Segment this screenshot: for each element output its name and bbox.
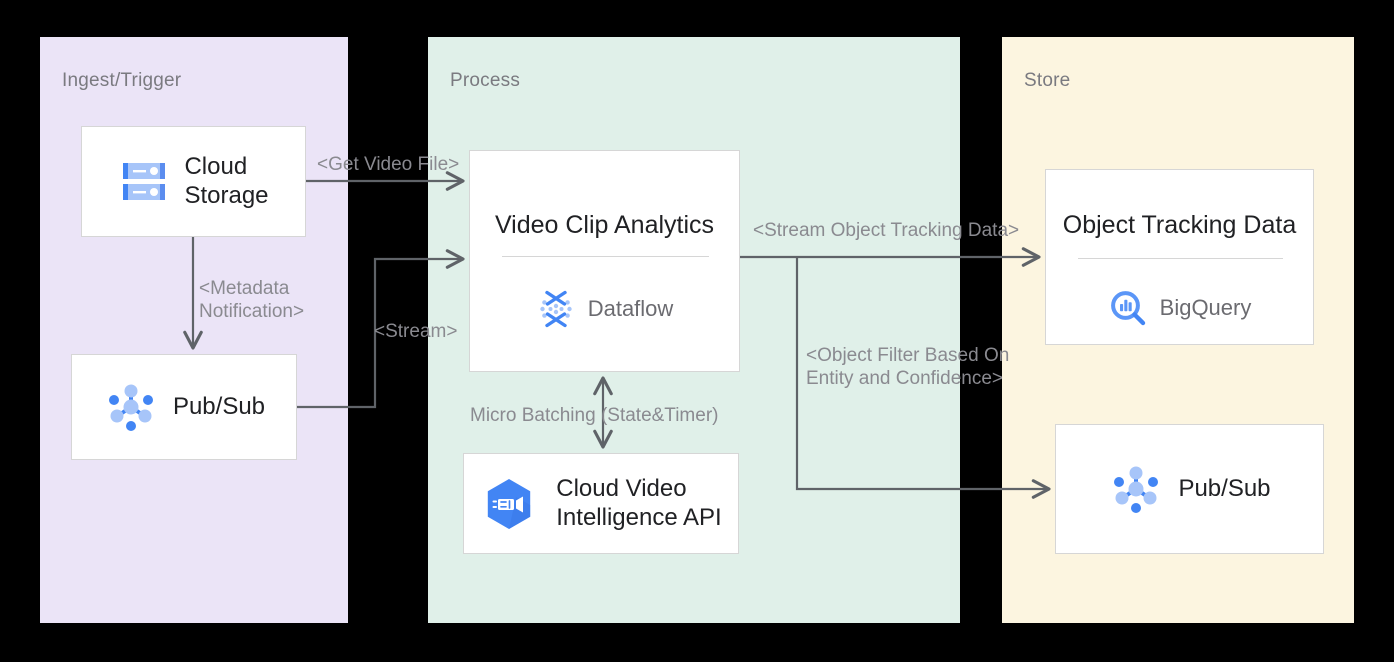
card-divider-object-tracking-data <box>1078 258 1283 259</box>
swimlane-title-process: Process <box>450 70 521 91</box>
pubsub-icon <box>1108 461 1164 517</box>
edge-label-stream-object-tracking-data: <Stream Object Tracking Data> <box>753 220 1020 241</box>
node-title-video-clip-analytics: Video Clip Analytics <box>494 211 715 239</box>
video-intelligence-icon <box>480 475 538 533</box>
bigquery-icon <box>1108 288 1148 328</box>
cloud-storage-icon <box>118 159 170 205</box>
node-label-pubsub-store: Pub/Sub <box>1178 474 1271 502</box>
node-footer-object-tracking-data: BigQuery <box>1046 288 1313 328</box>
edge-label-micro-batching: Micro Batching (State&Timer) <box>470 405 719 426</box>
node-object-tracking-data[interactable]: Object Tracking Data BigQuery <box>1045 169 1314 345</box>
edge-label-metadata-notification: <Metadata Notification> <box>199 278 305 323</box>
node-label-cloud-video-intelligence: Cloud Video Intelligence API <box>556 475 722 531</box>
node-footer-video-clip-analytics: Dataflow <box>470 289 739 329</box>
node-video-clip-analytics[interactable]: Video Clip Analytics <box>469 150 740 372</box>
node-cloud-storage[interactable]: Cloud Storage <box>81 126 306 237</box>
card-divider-video-clip-analytics <box>502 256 709 257</box>
swimlane-title-store: Store <box>1024 70 1071 91</box>
node-pubsub-ingest[interactable]: Pub/Sub <box>71 354 297 460</box>
edge-label-stream: <Stream> <box>374 321 458 342</box>
edge-label-object-filter: <Object Filter Based On Entity and Confi… <box>806 345 1010 390</box>
pubsub-icon <box>103 379 159 435</box>
node-label-pubsub-ingest: Pub/Sub <box>172 392 266 420</box>
edge-label-get-video-file: <Get Video File> <box>317 154 460 175</box>
node-sublabel-dataflow: Dataflow <box>587 296 674 321</box>
node-pubsub-store[interactable]: Pub/Sub <box>1055 424 1324 554</box>
swimlane-title-ingest: Ingest/Trigger <box>62 70 182 91</box>
dataflow-icon <box>536 289 576 329</box>
node-cloud-video-intelligence[interactable]: Cloud Video Intelligence API <box>463 453 739 554</box>
node-label-cloud-storage: Cloud Storage <box>184 153 269 209</box>
node-sublabel-bigquery: BigQuery <box>1159 295 1252 320</box>
swimlane-ingest <box>40 37 348 623</box>
node-title-object-tracking-data: Object Tracking Data <box>1062 211 1297 239</box>
